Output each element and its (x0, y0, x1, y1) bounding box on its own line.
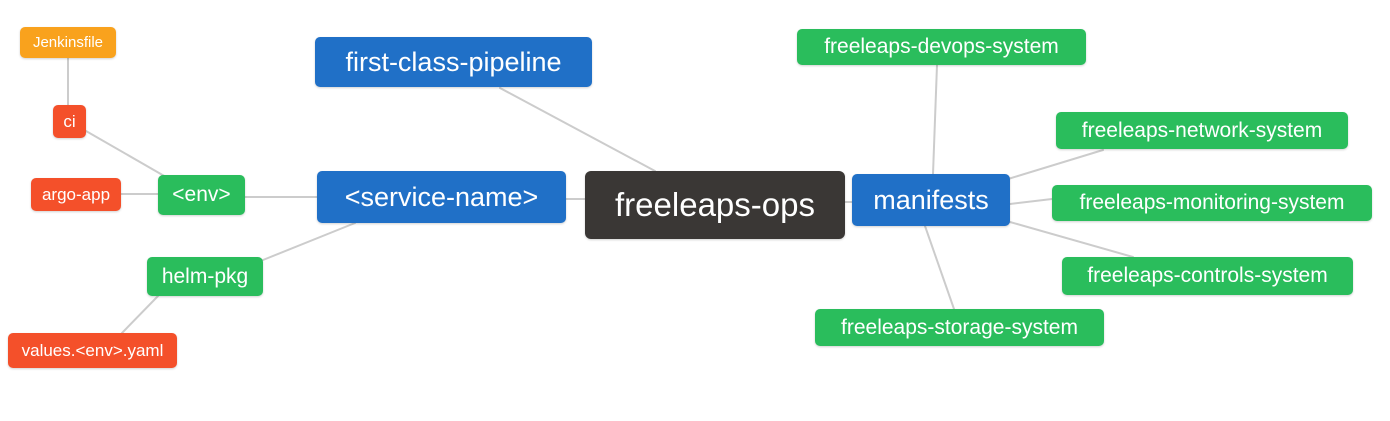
node-freeleaps-controls-system[interactable]: freeleaps-controls-system (1062, 257, 1353, 295)
connector-manifests-controls (1009, 221, 1134, 258)
node-freeleaps-monitoring-system[interactable]: freeleaps-monitoring-system (1052, 185, 1372, 221)
connector-helm-pkg-values (121, 295, 159, 334)
connector-manifests-monitoring (1009, 198, 1053, 205)
connector-first-class-pipeline-ops (499, 87, 656, 172)
node-env[interactable]: <env> (158, 175, 245, 215)
node-freeleaps-ops[interactable]: freeleaps-ops (585, 171, 845, 239)
node-service-name[interactable]: <service-name> (317, 171, 566, 223)
connector-manifests-storage (924, 225, 955, 310)
connector-manifests-network (1007, 149, 1104, 180)
node-argo-app[interactable]: argo-app (31, 178, 121, 211)
connector-manifests-devops (932, 64, 938, 175)
connector-service-name-helm-pkg (262, 222, 356, 261)
node-freeleaps-network-system[interactable]: freeleaps-network-system (1056, 112, 1348, 149)
node-manifests[interactable]: manifests (852, 174, 1010, 226)
node-helm-pkg[interactable]: helm-pkg (147, 257, 263, 296)
connector-ci-env (85, 130, 167, 178)
node-values-env-yaml[interactable]: values.<env>.yaml (8, 333, 177, 368)
node-freeleaps-storage-system[interactable]: freeleaps-storage-system (815, 309, 1104, 346)
node-first-class-pipeline[interactable]: first-class-pipeline (315, 37, 592, 87)
node-jenkinsfile[interactable]: Jenkinsfile (20, 27, 116, 58)
node-ci[interactable]: ci (53, 105, 86, 138)
node-freeleaps-devops-system[interactable]: freeleaps-devops-system (797, 29, 1086, 65)
